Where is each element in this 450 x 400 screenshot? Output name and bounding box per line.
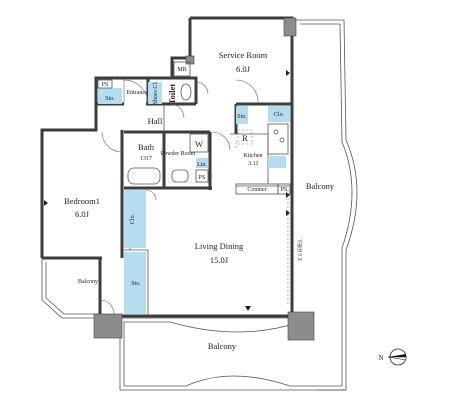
fixtures [97,61,291,195]
service-room-label: Service Room [219,50,268,60]
washer-label: W [195,139,203,149]
sto-entrance-label: Sto. [105,96,115,102]
service-room-size: 6.0J [236,64,251,74]
walls [40,16,294,318]
bathtub [127,167,161,185]
closet-label: Clo. [130,213,136,224]
doors [99,79,259,315]
kitchen-size: 3.1J [248,161,259,167]
bedroom-label: Bedroom1 [64,196,100,206]
kitchen-label: Kitchen [244,153,263,159]
powder-room-label: Powder Room [161,151,196,157]
shoes-closet-area [148,82,162,104]
sto-kitchen-area [236,106,248,124]
entrance-label: Entrance [126,90,148,96]
balcony-bedroom-label: Balcony [78,279,98,285]
stove-burner [273,129,279,135]
room-labels: Service Room 6.0J Entrance MB PS Sto. Sh… [64,50,335,351]
columns [93,17,315,341]
ps-counter-label: PS [281,187,288,193]
counter-label: Counter [247,187,266,193]
hall-label: Hall [148,116,163,126]
sto-entrance-area [98,88,122,104]
washbasin [171,169,189,183]
window-markers [44,70,290,311]
washer-box [189,133,209,153]
compass-needle-dark [388,354,406,357]
ps-top-label: PS [102,82,109,88]
bath-size: 1317 [140,156,152,162]
bedroom-size: 6.0J [75,209,90,219]
column-sw [93,313,123,339]
sto-living-area [124,252,146,314]
sto-kitchen-label: Sto. [237,114,247,120]
ps-bath-label: PS [199,175,206,181]
compass-needle-light [387,356,407,361]
clo-kitchen-label: Clo. [274,112,285,118]
closet-area [124,190,146,248]
kitchen-sink-counter [267,123,289,155]
ps-top-box [97,79,113,89]
balcony-east-label: Balcony [306,181,335,191]
ps-counter-box [277,183,291,195]
column-ne [283,17,297,37]
living-dining-label: Living Dining [195,241,244,251]
fridge [237,129,253,145]
ps-bath-box [195,169,209,183]
fridge-storage-area [268,156,286,168]
balcony-outlines [41,19,358,391]
compass: N [378,348,407,366]
storage-areas [98,82,290,314]
bath-label: Bath [138,142,155,152]
toilet-label: Toilet [167,84,177,105]
compass-label: N [378,354,383,362]
mb-label: MB [177,67,186,73]
linen-area [196,158,208,168]
column-se [287,311,315,341]
balcony-south-label: Balcony [208,341,237,351]
stove-burner-2 [279,137,285,143]
refrigerator-label: R [242,133,248,143]
clo-kitchen-area [268,106,290,122]
linen-label: Lin. [197,162,207,168]
living-dining-size: 15.0J [210,255,229,265]
lower-glass-label: 下部ガラス [296,239,303,262]
shoes-cl-label: Shoes Cl. [153,81,159,105]
toilet-bowl [180,83,192,101]
mb-box [173,61,191,77]
sto-living-label: Sto. [131,281,141,287]
